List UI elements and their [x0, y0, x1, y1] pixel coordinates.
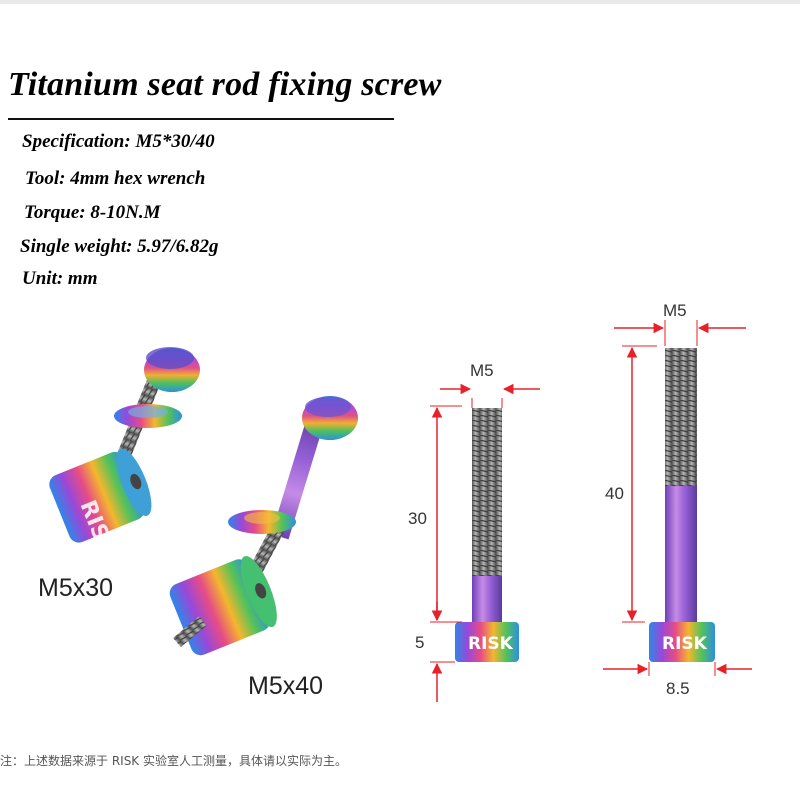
measurement-footnote: 注：上述数据来源于 RISK 实验室人工测量，具体请以实际为主。	[0, 754, 347, 768]
spec-weight: Single weight: 5.97/6.82g	[20, 236, 219, 257]
screw-assembly-m5x30: RISK	[49, 347, 200, 561]
thread-section	[665, 348, 697, 486]
spec-torque: Torque: 8-10N.M	[24, 202, 161, 223]
diagram-screw-30: RISK M5 30 5	[408, 361, 540, 702]
bolt-head	[455, 622, 519, 662]
title-underline	[8, 118, 394, 120]
thread-section	[472, 408, 502, 576]
spec-unit: Unit: mm	[22, 268, 98, 289]
dim-length-30: 30	[408, 509, 427, 528]
diagram-screw-40: RISK M5 40 8.5	[603, 301, 752, 698]
spec-tool: Tool: 4mm hex wrench	[25, 168, 206, 189]
page-title: Titanium seat rod fixing screw	[8, 66, 442, 103]
smooth-shank	[665, 486, 697, 622]
dim-thread-40: M5	[663, 301, 687, 320]
screw-assembly-m5x40	[169, 396, 358, 656]
label-m5x40: M5x40	[248, 672, 324, 700]
head-logo: RISK	[468, 634, 514, 654]
spec-specification: Specification: M5*30/40	[22, 131, 215, 152]
dim-thread-30: M5	[470, 361, 494, 380]
label-m5x30: M5x30	[38, 574, 114, 602]
head-logo: RISK	[662, 634, 708, 654]
smooth-shank	[472, 576, 502, 624]
smooth-shank	[271, 409, 327, 540]
dim-head-30: 5	[415, 633, 424, 652]
bolt-head	[649, 622, 715, 662]
top-divider	[0, 0, 800, 4]
dim-head-width-40: 8.5	[666, 679, 690, 698]
dim-length-40: 40	[605, 484, 624, 503]
